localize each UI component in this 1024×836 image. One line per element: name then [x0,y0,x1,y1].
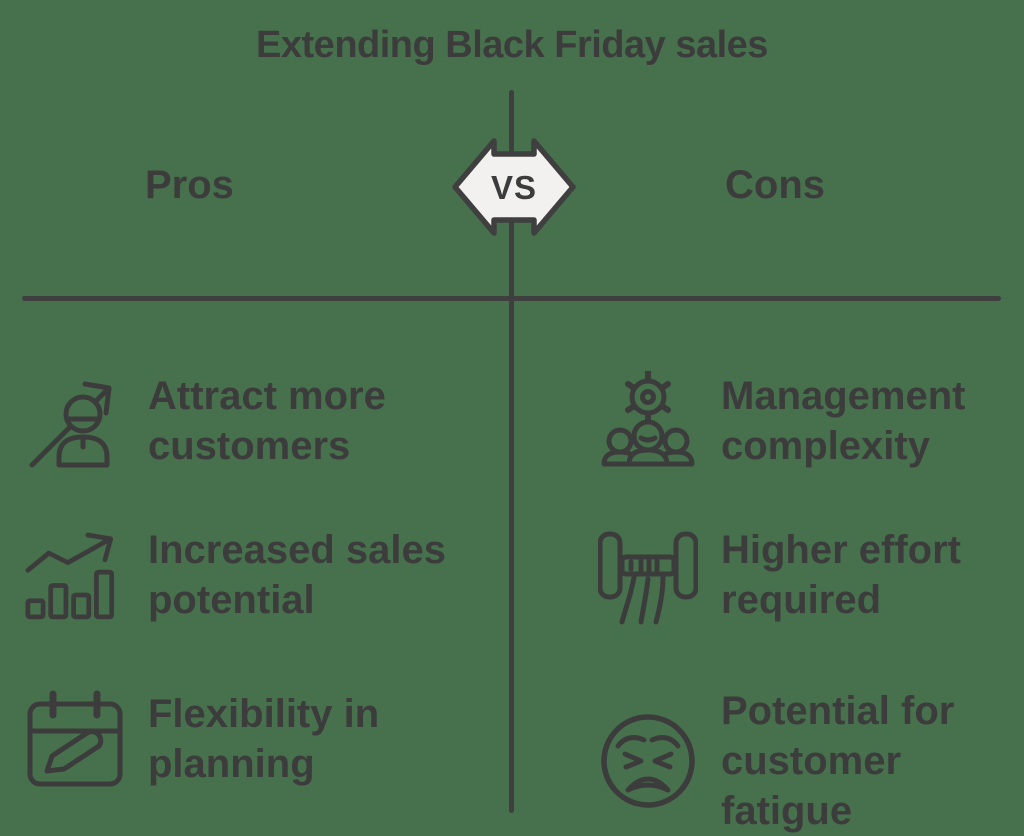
horizontal-divider [22,296,1001,301]
pros-item-flexibility: Flexibility in planning [25,688,379,790]
vertical-divider [509,90,514,813]
cons-item-management: Management complexity [598,370,966,472]
pros-item-text: Attract more customers [148,374,386,468]
vs-label: VS [491,169,537,206]
dumbbell-effort-icon [598,524,698,626]
pros-column-label: Pros [145,163,234,207]
double-arrow-icon: VS [452,138,576,236]
pros-item-text: Increased sales potential [148,528,446,622]
sales-chart-icon [25,524,125,626]
cons-column-label: Cons [725,163,825,207]
customer-growth-icon [25,370,125,472]
weary-face-icon [598,710,698,812]
vs-badge: VS [452,137,576,237]
team-gear-icon [598,370,698,472]
pros-item-attract-customers: Attract more customers [25,370,386,472]
cons-item-fatigue: Potential for customer fatigue [598,686,954,836]
calendar-pencil-icon [25,688,125,790]
pros-item-increased-sales: Increased sales potential [25,524,446,626]
cons-item-text: Higher effort required [721,528,961,622]
cons-item-text: Potential for customer fatigue [721,689,955,833]
page-title: Extending Black Friday sales [256,24,768,66]
pros-item-text: Flexibility in planning [148,692,380,786]
cons-item-text: Management complexity [721,374,966,468]
cons-item-effort: Higher effort required [598,524,961,626]
